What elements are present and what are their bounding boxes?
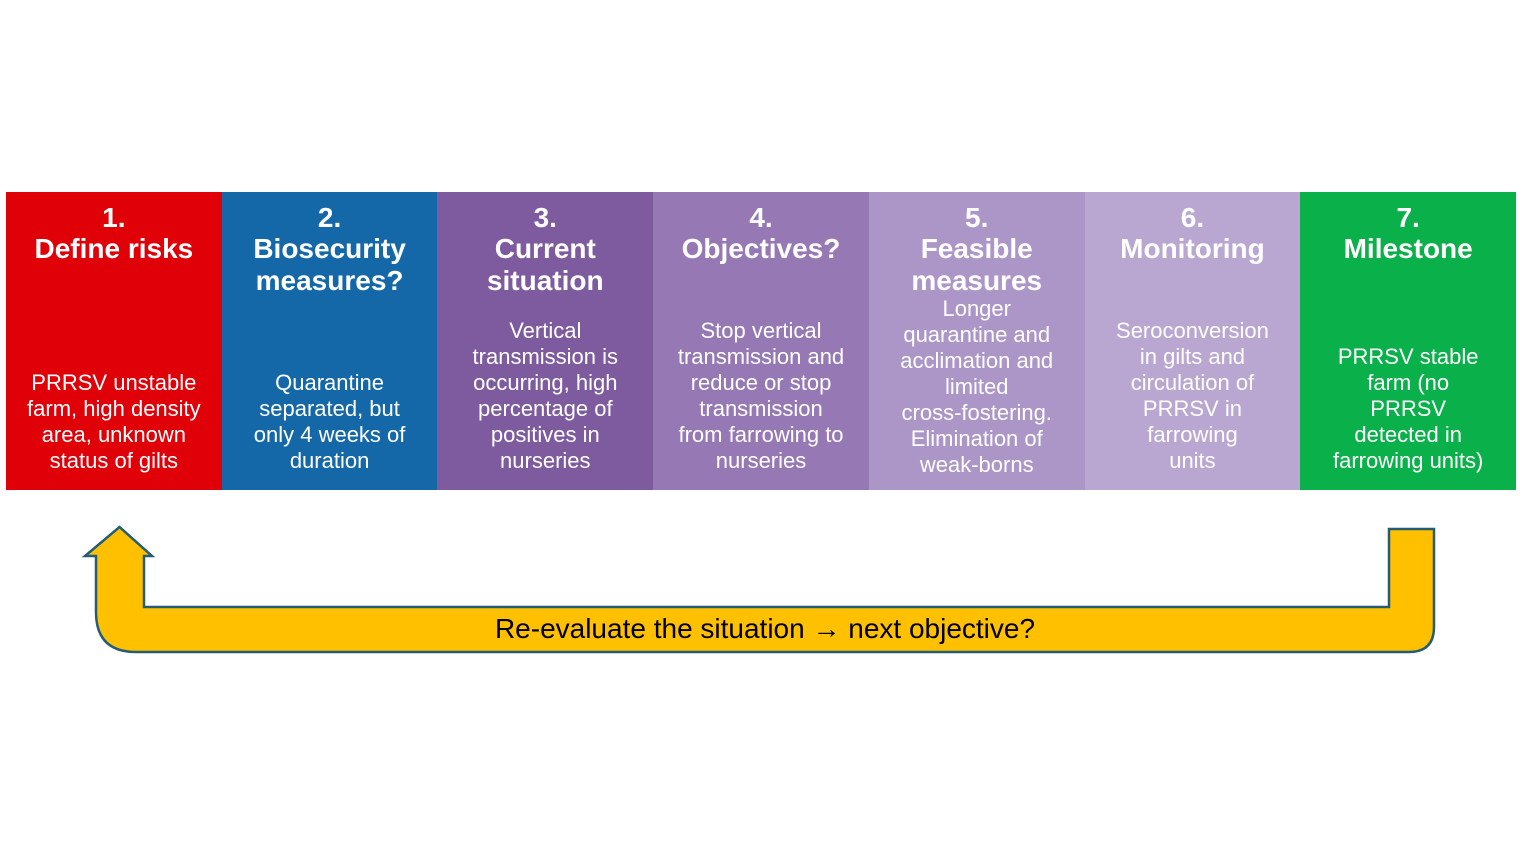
- step-5-feasible-measures: 5. Feasible measures Longer quarantine a…: [868, 192, 1085, 490]
- step-title: 5. Feasible measures: [911, 202, 1042, 296]
- step-description: Longer quarantine and acclimation and li…: [900, 296, 1054, 477]
- step-number: 6.: [1180, 202, 1205, 233]
- step-description: Stop vertical transmission and reduce or…: [677, 318, 845, 474]
- step-title: 7. Milestone: [1344, 202, 1473, 265]
- step-title: 1. Define risks: [34, 202, 193, 265]
- step-number: 7.: [1396, 202, 1420, 233]
- step-name: Feasible measures: [911, 233, 1043, 296]
- loop-arrow: [81, 525, 1436, 654]
- step-7-milestone: 7. Milestone PRRSV stable farm (no PRRSV…: [1300, 192, 1517, 490]
- loop-arrow-label: Re-evaluate the situation → next objecti…: [494, 613, 1036, 644]
- step-3-current-situation: 3. Current situation Vertical transmissi…: [437, 192, 654, 490]
- step-description: Vertical transmission is occurring, high…: [472, 318, 619, 474]
- step-title: 4. Objectives?: [682, 202, 841, 265]
- step-description: Quarantine separated, but only 4 weeks o…: [253, 370, 406, 474]
- step-4-objectives: 4. Objectives? Stop vertical transmissio…: [653, 192, 869, 490]
- step-title: 2. Biosecurity measures?: [253, 202, 406, 296]
- step-name: Biosecurity measures?: [253, 233, 406, 296]
- step-number: 4.: [749, 202, 773, 233]
- step-description: PRRSV stable farm (no PRRSV detected in …: [1332, 344, 1484, 474]
- step-name: Monitoring: [1120, 233, 1265, 265]
- step-name: Milestone: [1343, 233, 1473, 265]
- step-name: Current situation: [486, 233, 604, 296]
- step-number: 1.: [102, 202, 126, 233]
- steps-row: 1. Define risks PRRSV unstable farm, hig…: [6, 192, 1517, 490]
- step-number: 3.: [533, 202, 557, 233]
- step-6-monitoring: 6. Monitoring Seroconversion in gilts an…: [1084, 192, 1301, 490]
- step-title: 3. Current situation: [487, 202, 604, 296]
- step-title: 6. Monitoring: [1120, 202, 1265, 265]
- step-name: Objectives?: [681, 233, 841, 265]
- step-1-define-risks: 1. Define risks PRRSV unstable farm, hig…: [6, 192, 222, 490]
- step-2-biosecurity-measures: 2. Biosecurity measures? Quarantine sepa…: [221, 192, 438, 490]
- step-description: PRRSV unstable farm, high density area, …: [27, 370, 201, 474]
- step-number: 2.: [317, 202, 342, 233]
- step-name: Define risks: [34, 233, 194, 265]
- step-number: 5.: [965, 202, 989, 233]
- step-description: Seroconversion in gilts and circulation …: [1116, 318, 1269, 474]
